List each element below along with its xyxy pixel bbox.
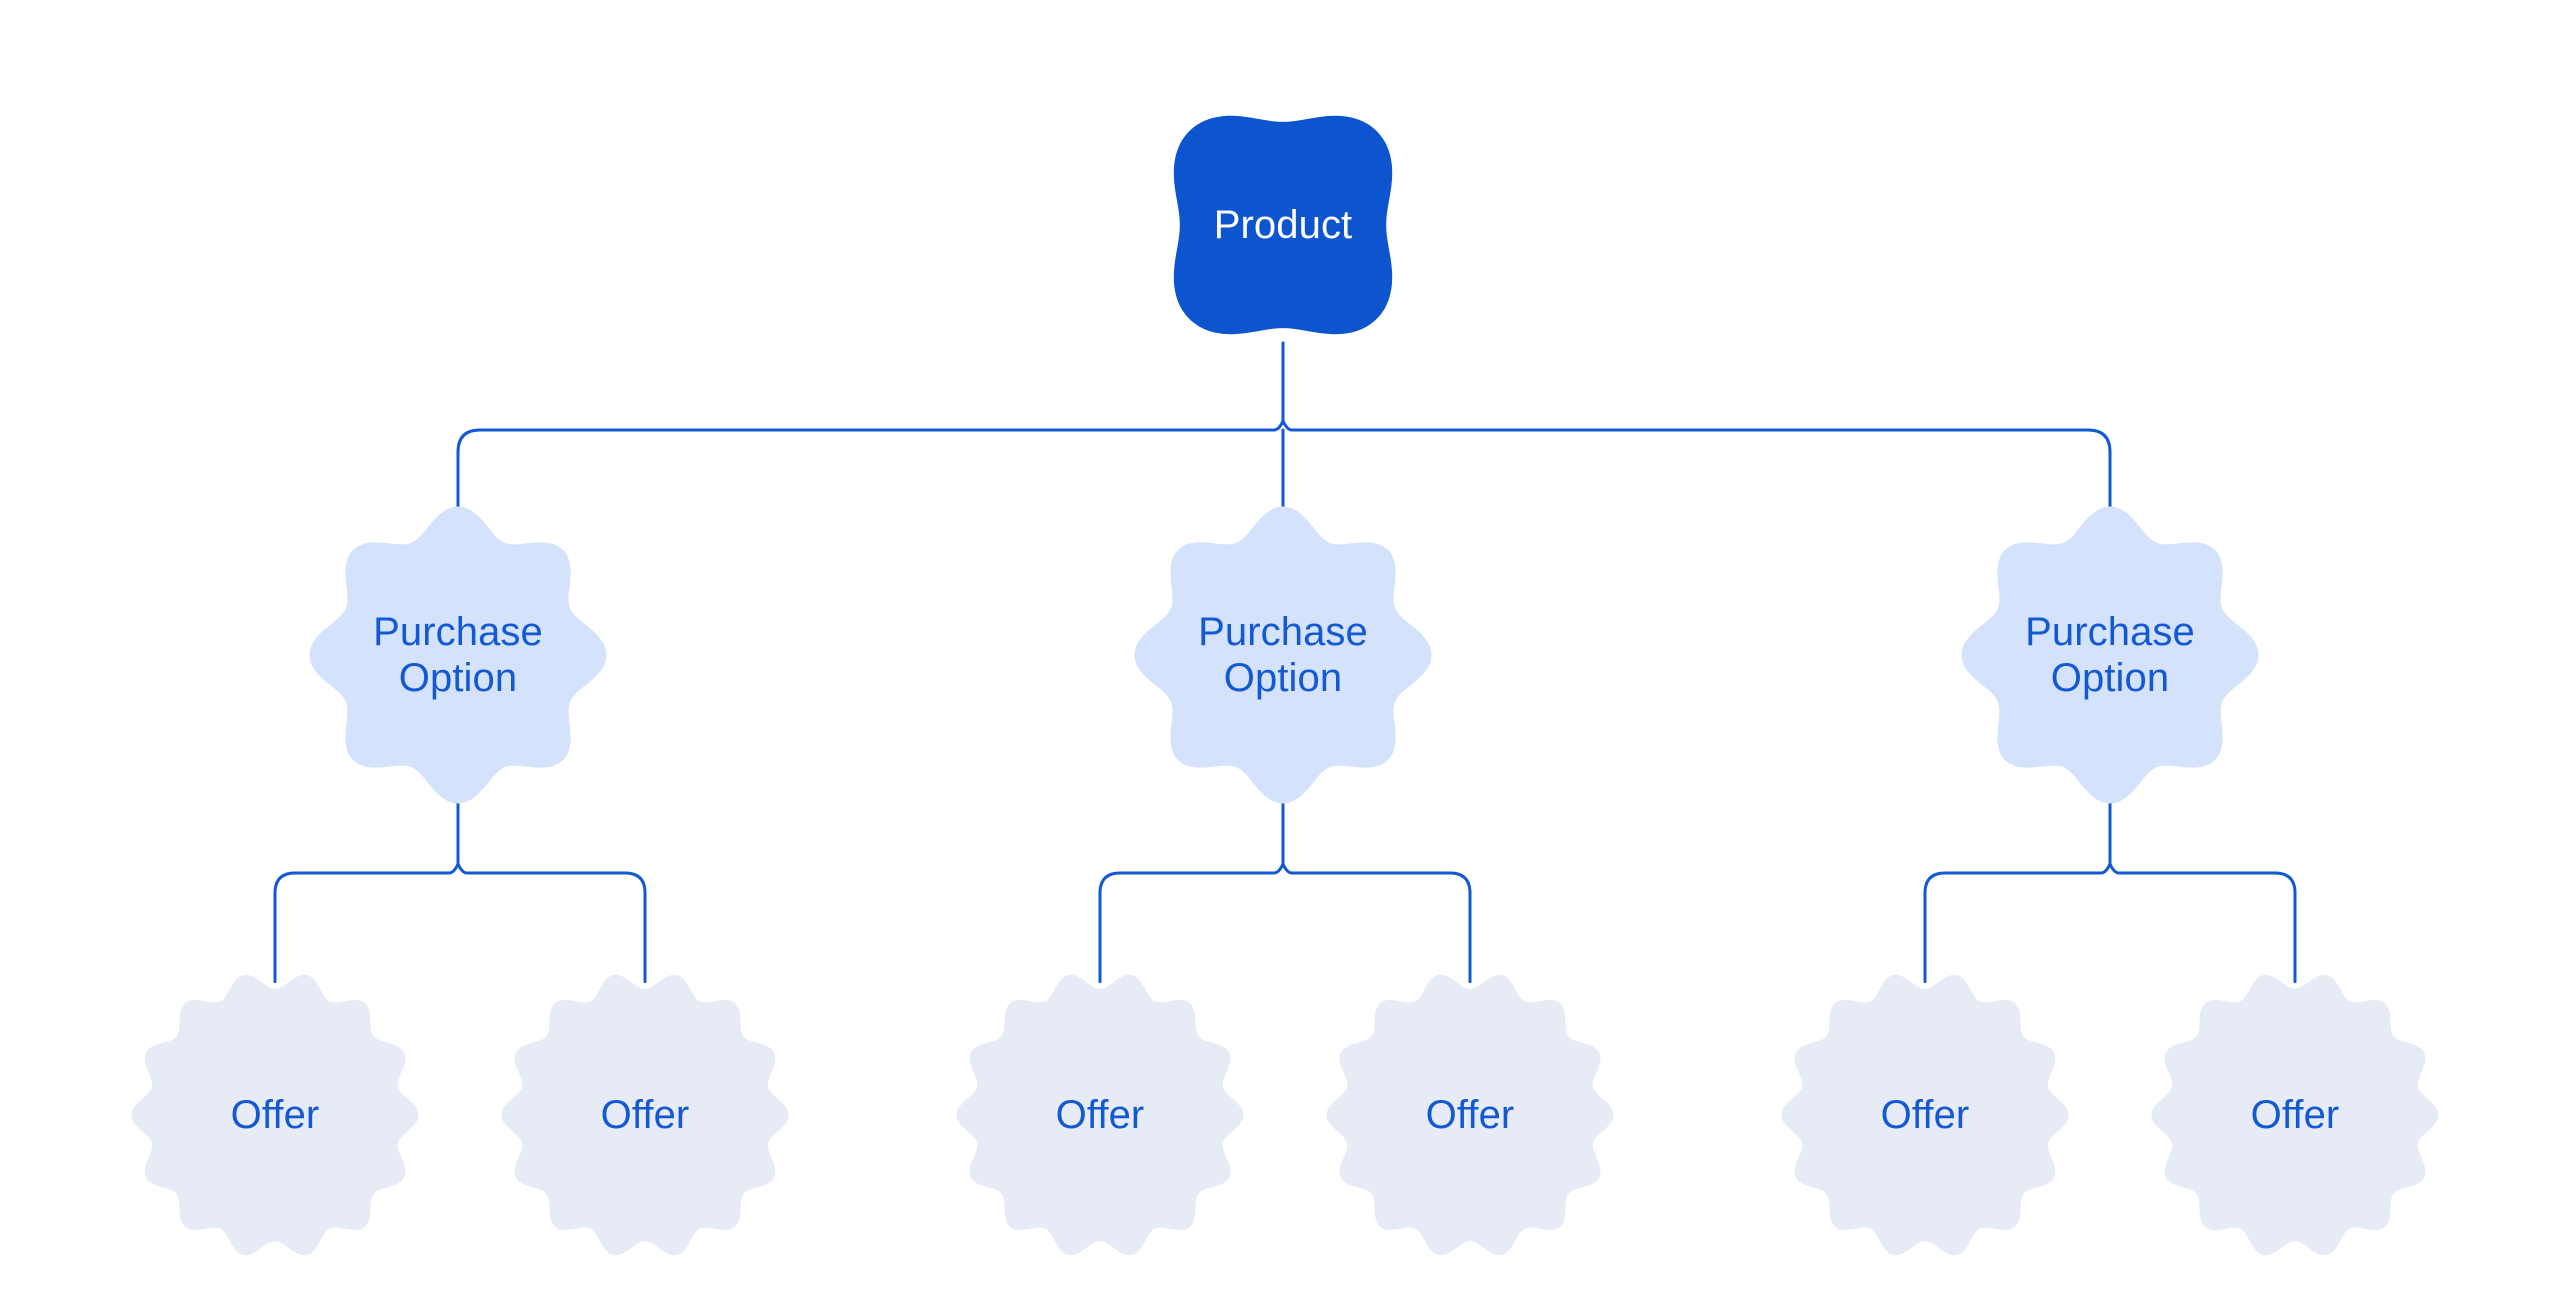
connector-line [456,419,1285,454]
node-offer-6[interactable]: Offer [2150,970,2440,1260]
node-offer-3[interactable]: Offer [955,970,1245,1260]
node-offer-5[interactable]: Offer [1780,970,2070,1260]
node-purchase-option-2[interactable]: Purchase Option [1133,505,1433,805]
connector-line [1923,862,2112,895]
flower-shape-icon [1134,506,1432,804]
connector-line [456,862,647,895]
connector-line [2108,862,2297,895]
scallop-shape-icon [1781,974,2069,1256]
scallop-shape-icon [2151,974,2439,1256]
node-offer-1-label: Offer [230,1092,320,1137]
node-offer-3-label: Offer [1055,1092,1145,1137]
connector-line [1281,419,2112,454]
node-purchase-option-3-label: Purchase Option [2025,609,2195,700]
connector-line [1098,862,1285,895]
node-purchase-option-1[interactable]: Purchase Option [308,505,608,805]
node-offer-5-label: Offer [1880,1092,1970,1137]
scallop-shape-icon [501,974,789,1256]
node-offer-1[interactable]: Offer [130,970,420,1260]
scallop-shape-icon [1326,974,1614,1256]
flower-shape-icon [1961,506,2259,804]
node-offer-4-label: Offer [1425,1092,1515,1137]
connector-line [1281,862,1472,895]
node-offer-2[interactable]: Offer [500,970,790,1260]
node-offer-4[interactable]: Offer [1325,970,1615,1260]
node-offer-2-label: Offer [600,1092,690,1137]
node-product[interactable]: Product [1149,91,1417,359]
scallop-shape-icon [956,974,1244,1256]
connector-line [273,862,460,895]
product-blob-icon [1173,115,1393,335]
node-offer-6-label: Offer [2250,1092,2340,1137]
node-purchase-option-2-label: Purchase Option [1198,609,1368,700]
node-purchase-option-1-label: Purchase Option [373,609,543,700]
scallop-shape-icon [131,974,419,1256]
node-purchase-option-3[interactable]: Purchase Option [1960,505,2260,805]
node-product-label: Product [1213,202,1353,247]
flower-shape-icon [309,506,607,804]
